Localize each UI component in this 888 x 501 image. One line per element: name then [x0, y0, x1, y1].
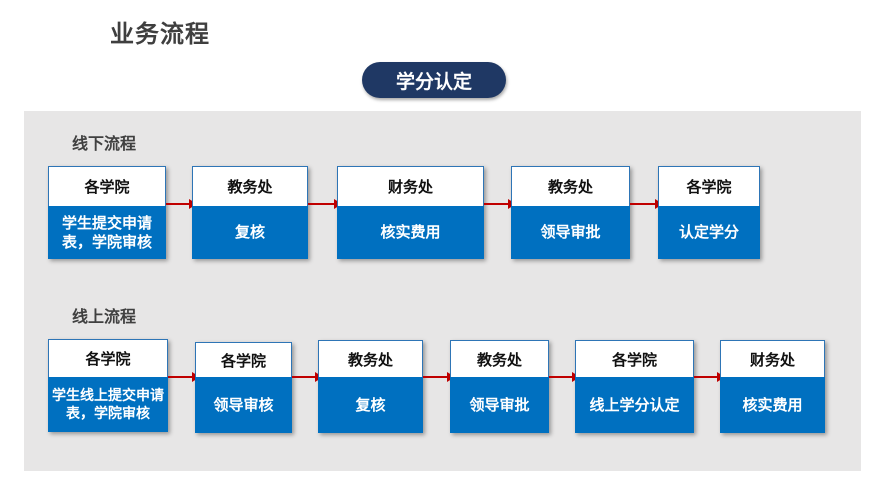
online-step-6: 财务处 核实费用 [720, 340, 825, 433]
offline-step-5-action: 认定学分 [658, 206, 760, 259]
online-arrow-4 [549, 372, 580, 382]
online-step-3-dept: 教务处 [318, 340, 423, 377]
online-arrow-5 [694, 372, 725, 382]
online-step-6-dept: 财务处 [720, 340, 825, 377]
offline-flow-label: 线下流程 [72, 134, 137, 153]
offline-arrow-4 [630, 199, 663, 209]
online-step-2-dept: 各学院 [195, 342, 292, 377]
online-arrow-3 [423, 372, 455, 382]
online-step-5: 各学院 线上学分认定 [575, 340, 694, 433]
online-flow-label: 线上流程 [72, 307, 137, 326]
offline-step-3: 财务处 核实费用 [337, 166, 484, 259]
offline-step-1-dept: 各学院 [48, 166, 166, 206]
online-step-4: 教务处 领导审批 [450, 340, 549, 433]
online-step-5-dept: 各学院 [575, 340, 694, 377]
online-step-6-action: 核实费用 [720, 377, 825, 433]
online-arrow-1 [168, 372, 200, 382]
offline-arrow-1 [166, 199, 197, 209]
offline-step-4-action: 领导审批 [511, 206, 630, 259]
online-step-3: 教务处 复核 [318, 340, 423, 433]
offline-step-3-action: 核实费用 [337, 206, 484, 259]
online-arrow-2 [292, 372, 323, 382]
online-step-5-action: 线上学分认定 [575, 377, 694, 433]
offline-step-2-action: 复核 [192, 206, 308, 259]
page-title: 业务流程 [110, 20, 210, 48]
online-step-2-action: 领导审核 [195, 377, 292, 433]
offline-step-4-dept: 教务处 [511, 166, 630, 206]
offline-arrow-2 [308, 199, 342, 209]
offline-step-1: 各学院 学生提交申请表，学院审核 [48, 166, 166, 259]
offline-step-5-dept: 各学院 [658, 166, 760, 206]
online-step-1-action: 学生线上提交申请表，学院审核 [48, 377, 168, 432]
offline-step-3-dept: 财务处 [337, 166, 484, 206]
online-step-3-action: 复核 [318, 377, 423, 433]
offline-step-4: 教务处 领导审批 [511, 166, 630, 259]
online-step-4-action: 领导审批 [450, 377, 549, 433]
online-step-4-dept: 教务处 [450, 340, 549, 377]
online-step-2: 各学院 领导审核 [195, 342, 292, 433]
offline-step-1-action: 学生提交申请表，学院审核 [48, 206, 166, 259]
offline-arrow-3 [484, 199, 516, 209]
offline-step-2: 教务处 复核 [192, 166, 308, 259]
offline-step-5: 各学院 认定学分 [658, 166, 760, 259]
offline-step-2-dept: 教务处 [192, 166, 308, 206]
online-step-1-dept: 各学院 [48, 339, 168, 377]
process-title-pill: 学分认定 [362, 62, 506, 98]
online-step-1: 各学院 学生线上提交申请表，学院审核 [48, 339, 168, 432]
